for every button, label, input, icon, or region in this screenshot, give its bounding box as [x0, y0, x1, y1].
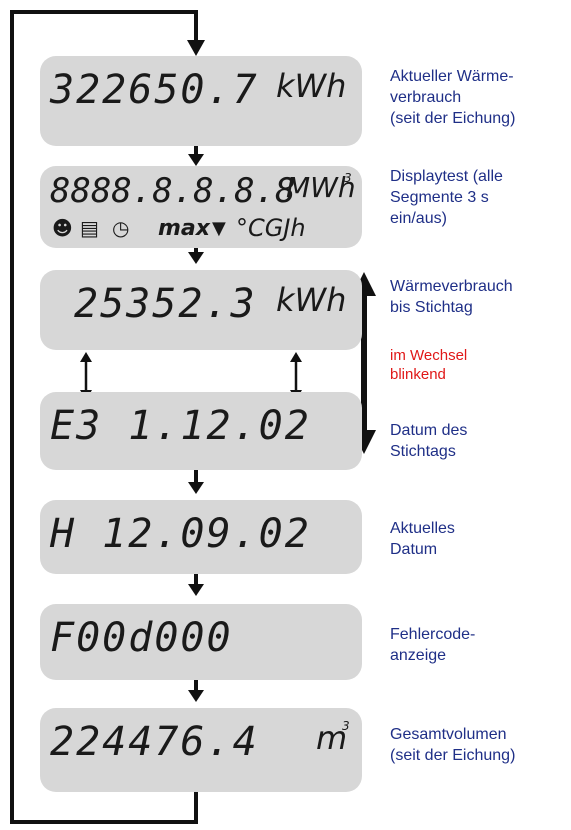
- caption-cutoff-date: Datum des Stichtags: [390, 422, 468, 460]
- lcd-display-cutoff-date: E3 1.12.02: [40, 392, 362, 470]
- clock-icon: ◷: [112, 216, 130, 240]
- caption-consumption-cutoff: Wärmeverbrauch bis Stichtag: [390, 278, 513, 316]
- caption-current-consumption: Aktueller Wärme- verbrauch (seit der Eic…: [390, 68, 516, 127]
- lcd-display-consumption-cutoff: 25352.3 kWh: [40, 270, 362, 350]
- lcd-units-row: °CGJh: [236, 214, 306, 242]
- lcd-reading: 8888.8.8.8.8: [50, 171, 296, 211]
- lcd-display-current-date: H 12.09.02: [40, 500, 362, 574]
- lcd-unit-superscript: 3: [342, 719, 350, 733]
- caption-total-volume: Gesamtvolumen (seit der Eichung): [390, 726, 516, 764]
- lcd-display-error-code: F00d000: [40, 604, 362, 680]
- caption-current-date: Aktuelles Datum: [390, 520, 455, 558]
- caption-segment-test: Displaytest (alle Segmente 3 s ein/aus): [390, 168, 503, 227]
- lcd-reading: 224476.4: [50, 719, 259, 765]
- lcd-reading: 322650.7: [50, 67, 259, 113]
- step-arrows: [188, 146, 204, 702]
- caption-error-code: Fehlercode- anzeige: [390, 626, 476, 664]
- person-icon: ☻: [52, 216, 73, 240]
- document-icon: ▤: [80, 216, 99, 240]
- max-indicator: max: [158, 216, 210, 241]
- lcd-unit: MWh: [286, 171, 356, 204]
- lcd-display-total-volume: 224476.4 m 3: [40, 708, 362, 792]
- alternate-blink-note: im Wechsel blinkend: [390, 347, 468, 383]
- triangle-indicator-icon: ▼: [212, 218, 226, 239]
- loop-arrowhead: [187, 40, 205, 56]
- lcd-unit-superscript: 3: [344, 171, 352, 185]
- lcd-display-current-consumption: 322650.7 kWh: [40, 56, 362, 146]
- lcd-unit: m: [316, 719, 348, 757]
- lcd-unit: kWh: [276, 281, 347, 319]
- lcd-unit: kWh: [276, 67, 347, 105]
- lcd-reading: E3 1.12.02: [50, 403, 311, 449]
- lcd-reading: 25352.3: [74, 281, 257, 327]
- lcd-reading: H 12.09.02: [50, 511, 311, 557]
- loop-line: [10, 10, 198, 824]
- lcd-display-segment-test: 8888.8.8.8.8 MWh 3 ☻ ▤ ◷ max ▼ °CGJh: [40, 166, 362, 248]
- lcd-reading: F00d000: [50, 615, 233, 661]
